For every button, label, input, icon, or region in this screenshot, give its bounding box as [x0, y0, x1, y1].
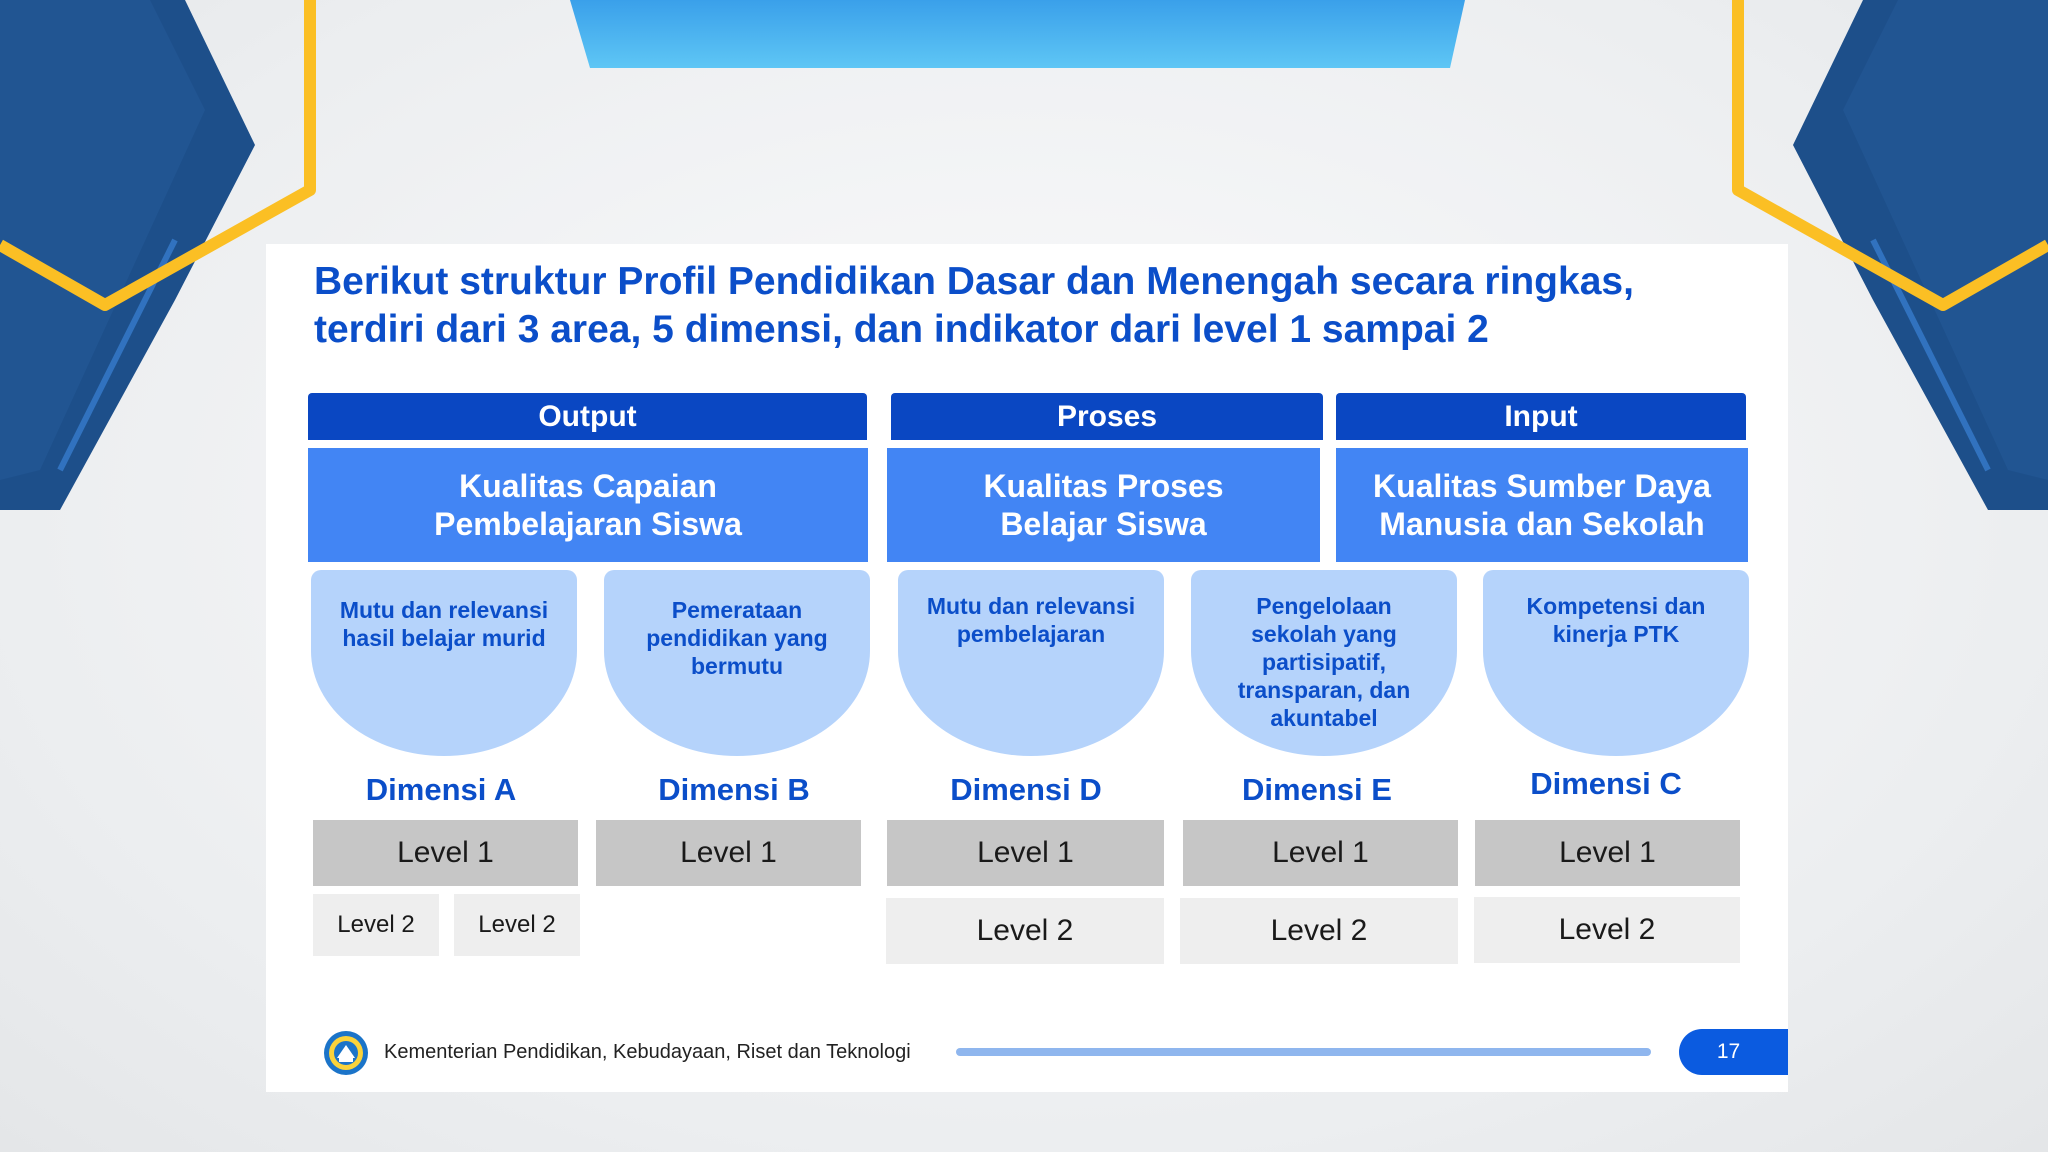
page-number-badge: 17 [1679, 1029, 1788, 1075]
dimension-a-description: Mutu dan relevansi hasil belajar murid [311, 570, 577, 756]
dimension-e-level-1: Level 1 [1183, 820, 1458, 886]
dimension-d-description: Mutu dan relevansi pembelajaran [898, 570, 1164, 756]
dimension-e-description: Pengelolaan sekolah yang partisipatif, t… [1191, 570, 1457, 756]
slide-card: Berikut struktur Profil Pendidikan Dasar… [266, 244, 1788, 1092]
area-box-output: Kualitas Capaian Pembelajaran Siswa [308, 448, 868, 562]
dimension-e-description-text: Pengelolaan sekolah yang partisipatif, t… [1237, 593, 1411, 731]
footer-divider [956, 1048, 1651, 1056]
area-box-proses: Kualitas Proses Belajar Siswa [887, 448, 1320, 562]
left-hexagon-decoration [0, 0, 316, 510]
dimension-a-level-2-second: Level 2 [454, 894, 580, 956]
dimension-c-description-text: Kompetensi dan kinerja PTK [1526, 593, 1706, 647]
dimension-d-level-1: Level 1 [887, 820, 1164, 886]
dimension-c-description: Kompetensi dan kinerja PTK [1483, 570, 1749, 756]
area-box-input: Kualitas Sumber Daya Manusia dan Sekolah [1336, 448, 1748, 562]
ministry-logo-icon [324, 1031, 368, 1075]
top-banner-decoration [570, 0, 1465, 68]
area-header-proses: Proses [891, 393, 1323, 440]
dimension-a-description-text: Mutu dan relevansi hasil belajar murid [339, 597, 549, 651]
dimension-d-level-2: Level 2 [886, 898, 1164, 964]
footer-organization-name: Kementerian Pendidikan, Kebudayaan, Rise… [384, 1041, 911, 1063]
dimension-b-description-text: Pemerataan pendidikan yang bermutu [646, 597, 828, 679]
right-hexagon-decoration [1732, 0, 2048, 510]
dimension-c-level-2: Level 2 [1474, 897, 1740, 963]
dimension-b-level-1: Level 1 [596, 820, 861, 886]
dimension-c-level-1: Level 1 [1475, 820, 1740, 886]
dimension-e-level-2: Level 2 [1180, 898, 1458, 964]
dimension-d-description-text: Mutu dan relevansi pembelajaran [926, 593, 1136, 647]
dimension-b-label: Dimensi B [658, 772, 810, 807]
slide-title: Berikut struktur Profil Pendidikan Dasar… [314, 260, 1634, 351]
area-header-input: Input [1336, 393, 1746, 440]
area-header-output: Output [308, 393, 867, 440]
dimension-a-level-1: Level 1 [313, 820, 578, 886]
dimension-a-level-2-first: Level 2 [313, 894, 439, 956]
dimension-c-label: Dimensi C [1530, 766, 1682, 801]
dimension-e-label: Dimensi E [1242, 772, 1392, 807]
dimension-a-label: Dimensi A [365, 772, 517, 807]
dimension-b-description: Pemerataan pendidikan yang bermutu [604, 570, 870, 756]
dimension-d-label: Dimensi D [950, 772, 1102, 807]
